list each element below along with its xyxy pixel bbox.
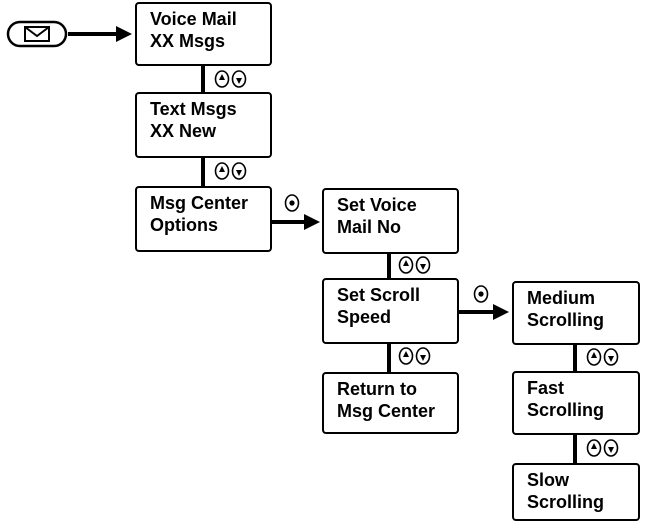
menu-voice-mail[interactable]: Voice Mail XX Msgs: [135, 2, 272, 66]
scroll-buttons-icon: [214, 70, 248, 88]
menu-voice-mail-line2: XX Msgs: [150, 31, 226, 51]
menu-fast-scrolling-line2: Scrolling: [527, 400, 605, 420]
menu-slow-scrolling-line1: Slow: [527, 470, 570, 490]
connector-line: [68, 32, 118, 36]
menu-voice-mail-line1: Voice Mail: [150, 9, 237, 29]
menu-msg-center-options[interactable]: Msg Center Options: [135, 186, 272, 252]
menu-msg-center-options-line2: Options: [150, 215, 218, 235]
menu-slow-scrolling-line2: Scrolling: [527, 492, 605, 512]
menu-set-voice-mail-no-line1: Set Voice: [337, 195, 417, 215]
menu-text-msgs-line1: Text Msgs: [150, 99, 237, 119]
menu-set-scroll-speed[interactable]: Set Scroll Speed: [322, 278, 459, 344]
scroll-buttons-icon: [586, 348, 620, 366]
menu-text-msgs-line2: XX New: [150, 121, 217, 141]
menu-medium-scrolling[interactable]: Medium Scrolling: [512, 281, 640, 345]
menu-text-msgs[interactable]: Text Msgs XX New: [135, 92, 272, 158]
arrowhead: [116, 26, 132, 42]
scroll-buttons-icon: [398, 256, 432, 274]
menu-set-voice-mail-no-line2: Mail No: [337, 217, 402, 237]
message-key-icon: [6, 20, 68, 48]
menu-fast-scrolling[interactable]: Fast Scrolling: [512, 371, 640, 435]
menu-return-to-msg-center-line1: Return to: [337, 379, 417, 399]
connector-line: [573, 345, 577, 371]
connector-line: [387, 254, 391, 278]
connector-line: [272, 220, 306, 224]
menu-slow-scrolling[interactable]: Slow Scrolling: [512, 463, 640, 521]
scroll-buttons-icon: [214, 162, 248, 180]
menu-medium-scrolling-line1: Medium: [527, 288, 596, 308]
connector-line: [387, 344, 391, 372]
menu-return-to-msg-center-line2: Msg Center: [337, 401, 436, 421]
menu-fast-scrolling-line1: Fast: [527, 378, 565, 398]
connector-line: [573, 435, 577, 463]
connector-line: [201, 66, 205, 92]
menu-medium-scrolling-line2: Scrolling: [527, 310, 605, 330]
arrowhead: [493, 304, 509, 320]
menu-msg-center-options-line1: Msg Center: [150, 193, 249, 213]
connector-line: [459, 310, 495, 314]
menu-return-to-msg-center[interactable]: Return to Msg Center: [322, 372, 459, 434]
menu-set-scroll-speed-line1: Set Scroll: [337, 285, 421, 305]
arrowhead: [304, 214, 320, 230]
select-button-icon: [284, 194, 300, 212]
scroll-buttons-icon: [398, 347, 432, 365]
scroll-buttons-icon: [586, 439, 620, 457]
menu-set-voice-mail-no[interactable]: Set Voice Mail No: [322, 188, 459, 254]
menu-set-scroll-speed-line2: Speed: [337, 307, 392, 327]
select-button-icon: [473, 285, 489, 303]
connector-line: [201, 158, 205, 186]
